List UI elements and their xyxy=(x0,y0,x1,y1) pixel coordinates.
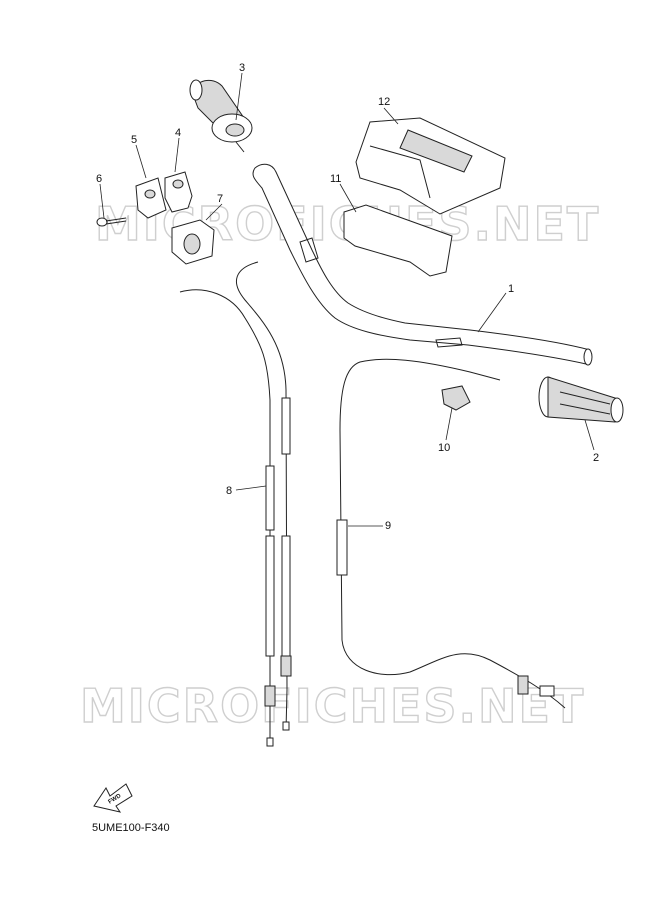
callout-10: 10 xyxy=(438,442,450,454)
callout-1: 1 xyxy=(508,283,514,295)
handlebar xyxy=(252,163,593,366)
callout-6: 6 xyxy=(96,173,102,185)
callout-5: 5 xyxy=(131,134,137,146)
callout-2: 2 xyxy=(593,452,599,464)
handlebar-holder xyxy=(171,219,215,265)
throttle-cable-assembly xyxy=(179,261,292,747)
callout-11: 11 xyxy=(330,173,341,185)
clamp-upper-holder xyxy=(164,171,193,213)
clamp-lower-holder xyxy=(135,177,167,219)
handlebar-pad xyxy=(343,204,453,277)
handlebar-cover xyxy=(355,117,506,215)
watermark-bottom: MICROFICHES.NET xyxy=(80,679,585,733)
callout-12: 12 xyxy=(378,96,390,108)
cable-adjuster xyxy=(441,385,471,411)
callout-3: 3 xyxy=(239,62,245,74)
bolt xyxy=(96,217,127,227)
callout-labels: 1 2 3 4 5 6 7 8 9 10 11 12 xyxy=(96,62,599,532)
diagram-code: 5UME100-F340 xyxy=(92,822,170,834)
callout-9: 9 xyxy=(385,520,391,532)
throttle-grip xyxy=(189,79,253,153)
callout-4: 4 xyxy=(175,127,181,139)
callout-7: 7 xyxy=(217,193,223,205)
fwd-arrow-icon: FWD xyxy=(93,783,133,813)
leader-lines xyxy=(99,72,595,527)
clutch-cable xyxy=(336,358,566,709)
callout-8: 8 xyxy=(226,485,232,497)
right-grip xyxy=(538,376,624,423)
